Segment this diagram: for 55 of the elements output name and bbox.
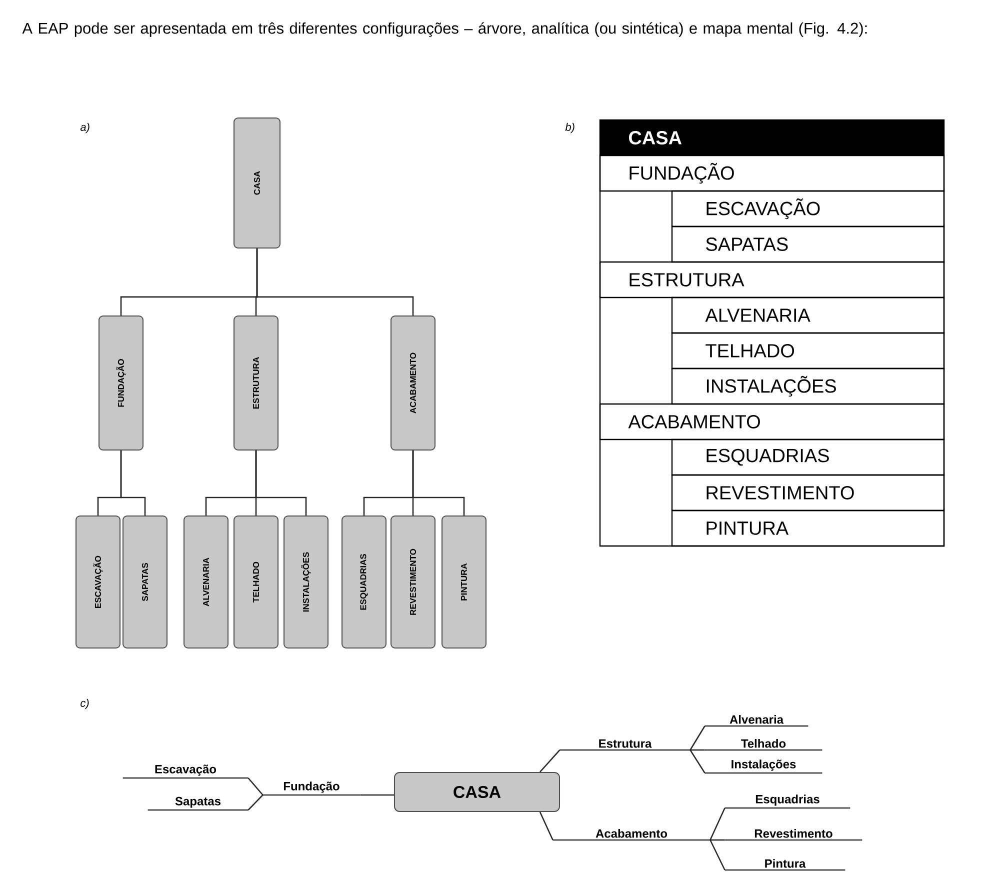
connector [540,750,560,772]
wbs-box: INSTALAÇÕES [284,516,328,648]
wbs-box: ESQUADRIAS [342,516,386,648]
branch-label: Fundação [262,782,360,796]
connector [248,794,264,810]
branch-label: Pintura [724,859,846,871]
branch-label: Revestimento [724,829,862,841]
wbs-box: FUNDAÇÃO [98,316,144,450]
branch-label: Acabamento [552,829,710,841]
table-cell: INSTALAÇÕES [671,368,945,405]
branch-label: Sapatas [148,796,248,811]
connector [248,778,264,796]
connector [710,808,726,840]
connector [690,749,705,751]
wbs-box: PINTURA [442,516,486,648]
connector [710,840,726,870]
table-header: CASA [600,120,944,156]
connector [539,812,554,840]
panel-label: b) [565,122,574,134]
table-cell: ESQUADRIAS [671,438,945,476]
table-cell: ESCAVAÇÃO [671,190,945,228]
wbs-box: ACABAMENTO [390,316,436,450]
table-cell: REVESTIMENTO [671,474,945,512]
table-cell: PINTURA [671,510,945,547]
branch-label: Estrutura [560,739,690,751]
wbs-box: ALVENARIA [184,516,228,648]
connector [256,248,414,316]
wbs-box: REVESTIMENTO [390,516,436,648]
wbs-box: SAPATAS [122,516,168,648]
branch-label: Esquadrias [724,794,850,809]
wbs-box: TELHADO [234,516,278,648]
panel-label: c) [80,698,89,710]
connector [120,450,146,516]
connector [690,750,706,774]
table-cell: ACABAMENTO [599,403,945,440]
wbs-box: ESTRUTURA [234,316,278,450]
branch-label: Escavação [122,764,248,779]
wbs-box: CASA [234,118,280,248]
wbs-box: ESCAVAÇÃO [76,516,120,648]
connector [690,726,706,750]
connector [412,450,465,516]
connector [360,794,394,796]
center-box: CASA [394,772,560,812]
panel-label: a) [80,122,90,134]
table-cell: ALVENARIA [671,296,945,334]
branch-label: Alvenaria [704,715,808,727]
heading: A EAP pode ser apresentada em três diferentes configurações – árvore, analítica (ou sintética) e mapa mental (Fig. 4.2): [22,22,867,37]
branch-label: Telhado [704,739,822,751]
table-cell: ESTRUTURA [599,261,945,298]
table-cell: SAPATAS [671,226,945,263]
table-cell: TELHADO [671,332,945,370]
table-cell: FUNDAÇÃO [599,154,945,192]
connector [255,450,307,516]
connector [710,839,725,841]
branch-label: Instalações [704,760,822,774]
